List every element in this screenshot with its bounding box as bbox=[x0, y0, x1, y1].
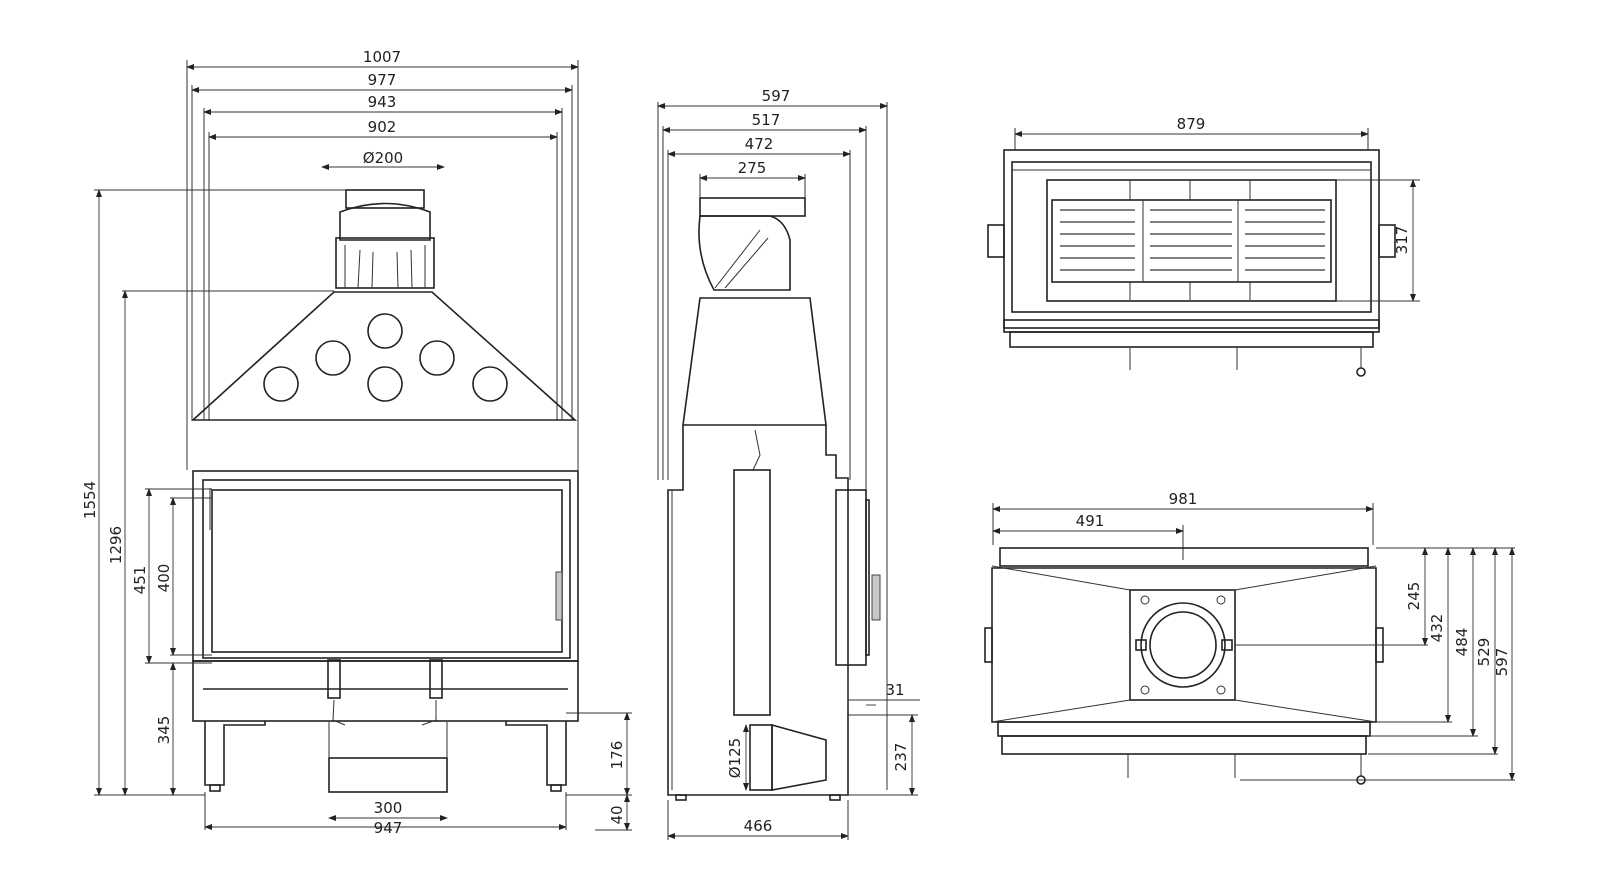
bottom-d5: 597 bbox=[1493, 648, 1511, 677]
side-view: 597 517 472 275 466 Ø125 bbox=[657, 87, 920, 840]
front-leg-height: 40 bbox=[608, 805, 626, 824]
bottom-center-offset: 491 bbox=[1076, 512, 1105, 530]
front-glass-height: 400 bbox=[155, 564, 173, 593]
front-view: 1007 977 943 902 Ø200 bbox=[81, 48, 632, 837]
side-air-inlet-diameter: Ø125 bbox=[726, 738, 744, 778]
front-flue-diameter: Ø200 bbox=[363, 149, 403, 167]
front-bottom-opening: 300 bbox=[374, 799, 403, 817]
front-bottom-width: 947 bbox=[374, 819, 403, 837]
front-height-body: 1296 bbox=[107, 526, 125, 564]
top-view: 879 317 bbox=[987, 115, 1420, 377]
bottom-d2: 432 bbox=[1428, 614, 1446, 643]
side-depth-3: 472 bbox=[745, 135, 774, 153]
front-door-outer: 451 bbox=[131, 566, 149, 595]
bottom-view: 981 491 245 bbox=[984, 490, 1515, 785]
side-depth-overall: 597 bbox=[762, 87, 791, 105]
side-flue-offset: 275 bbox=[738, 159, 767, 177]
bottom-d3: 484 bbox=[1453, 628, 1471, 657]
grate-pattern bbox=[1060, 209, 1325, 271]
top-depth: 317 bbox=[1393, 226, 1411, 255]
front-width-2: 977 bbox=[368, 71, 397, 89]
front-width-3: 943 bbox=[368, 93, 397, 111]
bottom-d1: 245 bbox=[1405, 582, 1423, 611]
front-feet-height: 176 bbox=[608, 741, 626, 770]
front-height-total: 1554 bbox=[81, 481, 99, 519]
top-width: 879 bbox=[1177, 115, 1206, 133]
side-depth-2: 517 bbox=[752, 111, 781, 129]
side-handle-offset: 31 bbox=[885, 681, 904, 699]
bottom-width: 981 bbox=[1169, 490, 1198, 508]
side-base-depth: 466 bbox=[744, 817, 773, 835]
front-width-4: 902 bbox=[368, 118, 397, 136]
side-inlet-height: 237 bbox=[892, 743, 910, 772]
bottom-d4: 529 bbox=[1475, 638, 1493, 667]
front-base-height: 345 bbox=[155, 716, 173, 745]
front-width-overall: 1007 bbox=[363, 48, 401, 66]
